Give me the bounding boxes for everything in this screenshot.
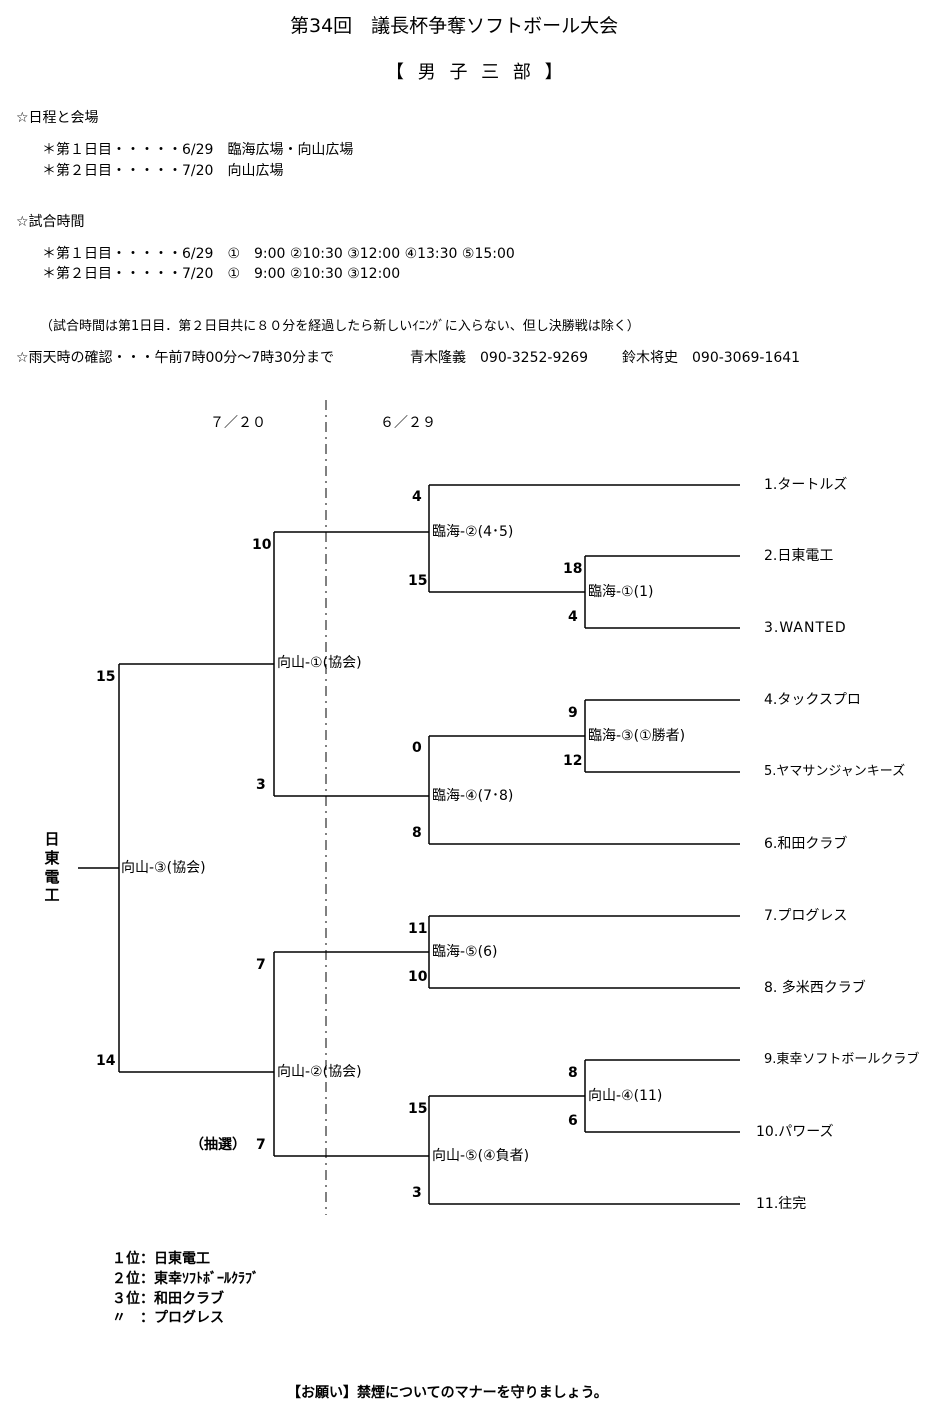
page-title: 第34回 議長杯争奪ソフトボール大会: [290, 15, 619, 37]
team-4: 4.タックスプロ: [764, 692, 861, 708]
schedule-day1: ＊第１日目・・・・・6/29 臨海広場・向山広場: [42, 142, 354, 158]
score-m5-top: 11: [408, 921, 428, 937]
times-heading: ☆試合時間: [16, 214, 85, 230]
team-3: 3.WANTED: [764, 620, 847, 636]
team-10: 10.パワーズ: [756, 1124, 834, 1140]
result-second: ２位：東幸ｿﾌﾄﾎﾞｰﾙｸﾗﾌﾞ: [112, 1271, 259, 1287]
result-first: １位：日東電工: [112, 1251, 210, 1267]
score-m9-top: 7: [256, 957, 266, 973]
score-m1-top: 18: [563, 561, 583, 577]
score-m8-top: 10: [252, 537, 272, 553]
team-9: 9.東幸ソフトボールクラブ: [764, 1052, 920, 1067]
times-day2: ＊第２日目・・・・・7/20 ① 9:00 ②10:30 ③12:00: [42, 266, 401, 282]
times-note: （試合時間は第1日目．第２日目共に８０分を経過したら新しいｲﾆﾝｸﾞに入らない、…: [40, 319, 640, 334]
score-m3-bottom: 12: [563, 753, 583, 769]
lottery-note: （抽選）: [190, 1137, 246, 1153]
match-label-m10: 向山-③(協会): [121, 860, 206, 876]
team-11: 11.往完: [756, 1196, 807, 1212]
score-m1-bottom: 4: [568, 609, 578, 625]
match-label-m5: 臨海-⑤(6): [432, 944, 498, 960]
match-label-m9: 向山-②(協会): [277, 1064, 362, 1080]
score-m7-bottom: 3: [412, 1185, 422, 1201]
champion-name: 日東電工: [44, 830, 60, 905]
schedule-heading: ☆日程と会場: [16, 110, 99, 126]
division-subtitle: 【 男 子 三 部 】: [386, 62, 567, 83]
match-label-m2: 臨海-②(4･5): [432, 524, 514, 540]
result-third-2: 〃 ：プログレス: [112, 1310, 224, 1326]
match-label-m3: 臨海-③(①勝者): [588, 728, 686, 744]
score-m2-top: 4: [412, 489, 422, 505]
team-8: 8. 多米西クラブ: [764, 980, 866, 996]
score-m6-bottom: 6: [568, 1113, 578, 1129]
team-6: 6.和田クラブ: [764, 836, 848, 852]
score-m4-top: 0: [412, 740, 422, 756]
match-label-m1: 臨海-①(1): [588, 584, 654, 600]
date-day2: ７／２０: [210, 415, 266, 431]
score-m5-bottom: 10: [408, 969, 428, 985]
score-m10-bottom: 14: [96, 1053, 116, 1069]
score-m4-bottom: 8: [412, 825, 422, 841]
team-2: 2.日東電工: [764, 548, 834, 564]
match-label-m8: 向山-①(協会): [277, 655, 362, 671]
result-third: ３位：和田クラブ: [112, 1291, 224, 1307]
rain-contact-2: 鈴木将史 090-3069-1641: [622, 350, 801, 366]
score-m10-top: 15: [96, 669, 116, 685]
rain-contact-1: 青木隆義 090-3252-9269: [410, 350, 589, 366]
score-m3-top: 9: [568, 705, 578, 721]
team-5: 5.ヤマサンジャンキーズ: [764, 764, 906, 779]
score-m6-top: 8: [568, 1065, 578, 1081]
match-label-m6: 向山-④(11): [588, 1088, 663, 1104]
score-m7-top: 15: [408, 1101, 428, 1117]
times-day1: ＊第１日目・・・・・6/29 ① 9:00 ②10:30 ③12:00 ④13:…: [42, 246, 515, 262]
score-m2-bottom: 15: [408, 573, 428, 589]
match-label-m4: 臨海-④(7･8): [432, 788, 514, 804]
date-day1: ６／２９: [380, 415, 436, 431]
footer-request: 【お願い】禁煙についてのマナーを守りましょう。: [287, 1385, 608, 1401]
score-m9-bottom: 7: [256, 1137, 266, 1153]
score-m8-bottom: 3: [256, 777, 266, 793]
schedule-day2: ＊第２日目・・・・・7/20 向山広場: [42, 163, 284, 179]
team-1: 1.タートルズ: [764, 477, 848, 493]
team-7: 7.プログレス: [764, 908, 848, 924]
match-label-m7: 向山-⑤(④負者): [432, 1148, 530, 1164]
rain-info: ☆雨天時の確認・・・午前7時00分～7時30分まで: [16, 350, 334, 366]
